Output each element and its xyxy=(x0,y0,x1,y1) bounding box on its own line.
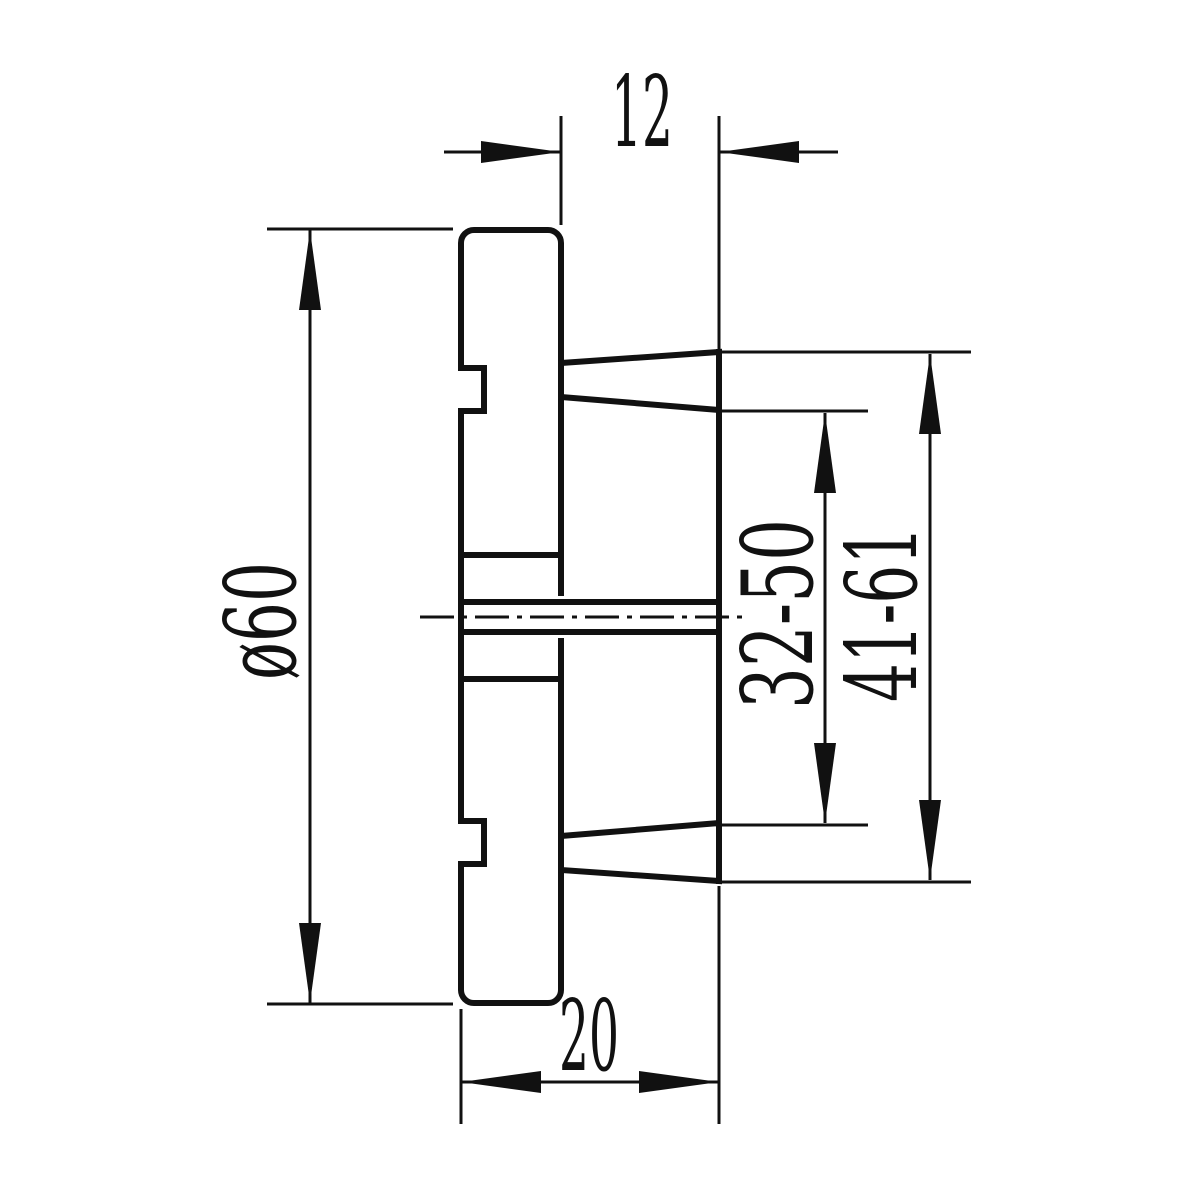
dim-60-arrow-top xyxy=(299,230,321,310)
dim-60-label: ø60 xyxy=(205,562,319,680)
dim-inner-taper: 32-50 xyxy=(722,409,868,827)
dim-total-depth: 20 xyxy=(459,886,721,1124)
dim-20-arrow-left xyxy=(461,1071,541,1093)
dim-20-arrow-right xyxy=(639,1071,719,1093)
dim-12-arrow-right xyxy=(719,141,799,163)
dim-outer-diameter: ø60 xyxy=(205,227,453,1006)
dim-4161-arrow-top xyxy=(919,354,941,434)
dim-60-arrow-bottom xyxy=(299,923,321,1003)
dim-12-label: 12 xyxy=(611,56,673,170)
dim-outer-taper: 41-61 xyxy=(722,350,971,884)
dim-20-label: 20 xyxy=(559,980,619,1094)
dim-3250-arrow-bottom xyxy=(814,743,836,823)
dim-4161-label: 41-61 xyxy=(826,526,940,702)
dim-3250-label: 32-50 xyxy=(722,519,836,709)
dim-3250-arrow-top xyxy=(814,413,836,493)
flange-plate-section xyxy=(458,227,564,1006)
dim-12-arrow-left xyxy=(481,141,561,163)
dim-4161-arrow-bottom xyxy=(919,800,941,880)
dim-top-width: 12 xyxy=(444,56,838,350)
